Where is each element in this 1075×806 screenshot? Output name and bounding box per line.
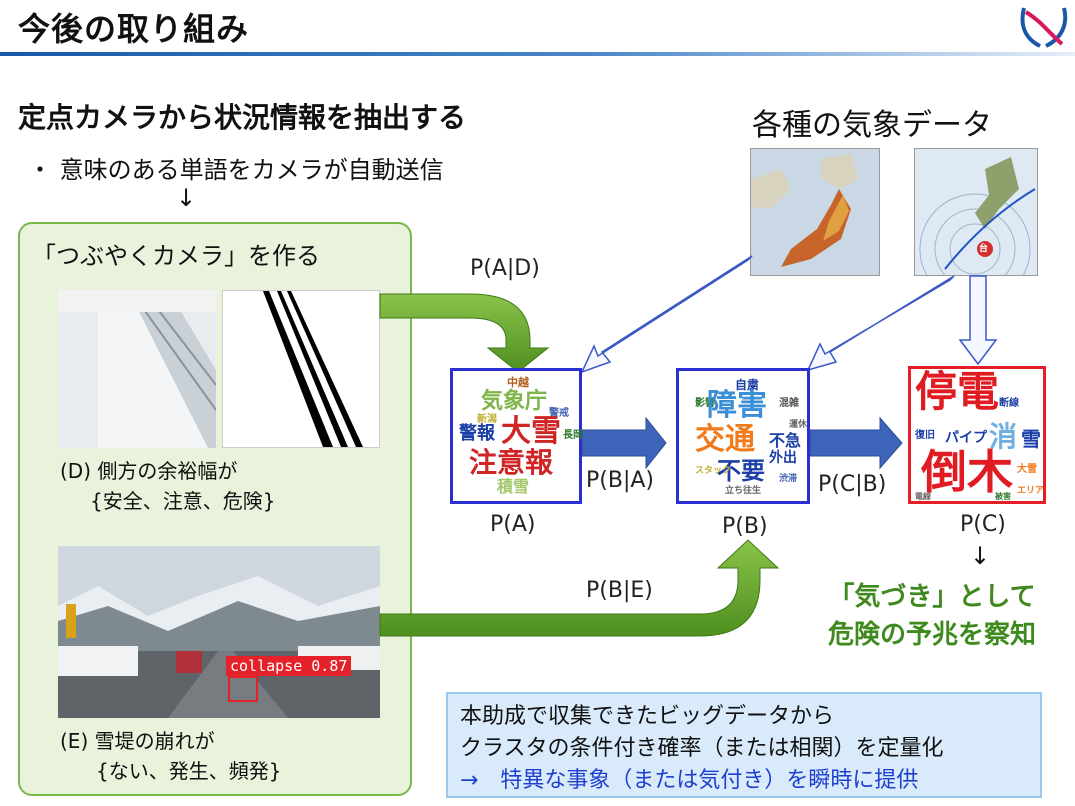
note-line1: 本助成で収集できたビッグデータから xyxy=(460,704,835,729)
cloud-b-word: 不急 xyxy=(769,431,802,450)
lane-binary-image xyxy=(222,290,380,448)
weather-arrow-2 xyxy=(806,275,955,372)
arrow-a-to-b xyxy=(581,416,667,470)
cloud-c-word: エリア xyxy=(1017,486,1045,496)
title-underline xyxy=(0,52,1075,56)
insight-line2: 危険の予兆を察知 xyxy=(827,620,1036,650)
cloud-a-word: 警報 xyxy=(459,423,495,444)
green-arrow-d xyxy=(379,293,550,373)
caption-d-line1: (D) 側方の余裕幅が xyxy=(60,459,238,483)
cloud-a-word: 注意報 xyxy=(469,446,554,479)
snowbank-photo xyxy=(58,546,380,718)
label-p-c-given-b: P(C|B) xyxy=(818,472,887,497)
weather-arrow-3 xyxy=(958,275,998,366)
logo-icon xyxy=(1020,7,1068,48)
cloud-b-word: 運休 xyxy=(789,420,808,430)
cloud-c-word: 消 xyxy=(989,420,1018,453)
detection-box xyxy=(228,676,258,702)
rainfall-map xyxy=(750,148,880,276)
cloud-c-word: 被害 xyxy=(995,492,1011,501)
typhoon-map: 台 xyxy=(914,148,1038,276)
cloud-a-word: 警戒 xyxy=(549,408,569,419)
down-arrow: ↓ xyxy=(176,184,197,212)
arrow-b-to-c xyxy=(809,416,903,470)
word-cloud-a: 中越 気象庁 新潟 警戒 警報 大雪 長岡 注意報 積雪 xyxy=(450,368,583,504)
bullet-text: ・ 意味のある単語をカメラが自動送信 xyxy=(28,156,444,184)
label-p-c: P(C) xyxy=(960,512,1006,537)
cloud-c-word: 大雪 xyxy=(1017,464,1037,475)
cloud-b-word: スタック xyxy=(695,466,732,476)
cloud-a-word: 積雪 xyxy=(497,477,530,496)
cloud-b-word: 立ち往生 xyxy=(725,486,762,496)
cloud-c-word: 電線 xyxy=(915,492,931,501)
label-p-a: P(A) xyxy=(490,512,536,537)
cloud-b-word: 外出 xyxy=(769,450,797,466)
detection-label: collapse 0.87 xyxy=(226,656,352,676)
insight-line1: 「気づき」として xyxy=(828,582,1036,612)
cloud-b-word: 不要 xyxy=(717,457,765,485)
cloud-b-word: 障害 xyxy=(707,388,767,423)
cloud-c-word: 断線 xyxy=(999,398,1019,409)
note-line3: → 特異な事象（または気付き）を瞬時に提供 xyxy=(460,768,919,793)
section-subtitle: 定点カメラから状況情報を抽出する xyxy=(18,101,467,134)
cloud-c-word: 停電 xyxy=(915,367,1000,416)
down-arrow-pc: ↓ xyxy=(970,542,991,570)
label-p-b-given-e: P(B|E) xyxy=(586,578,653,603)
cloud-b-word: 交通 xyxy=(695,422,755,457)
cloud-b-word: 影響 xyxy=(695,398,715,409)
insight-text: 「気づき」として 危険の予兆を察知 xyxy=(802,578,1062,654)
caption-e-line2: {ない、発生、頻発} xyxy=(96,759,282,783)
label-p-b-given-a: P(B|A) xyxy=(586,468,654,493)
cloud-c-word: 復旧 xyxy=(915,430,935,441)
green-arrow-e xyxy=(379,539,780,637)
weather-data-title: 各種の気象データ xyxy=(752,108,992,143)
label-p-a-given-d: P(A|D) xyxy=(470,256,540,281)
word-cloud-c: 停電 断線 復旧 パイプ 消 雪 倒木 大雪 エリア 被害 電線 xyxy=(908,366,1046,504)
caption-e-line1: (E) 雪堤の崩れが xyxy=(60,729,215,753)
cloud-b-word: 渋滞 xyxy=(779,474,798,484)
cloud-c-word: 雪 xyxy=(1021,427,1041,451)
note-line2: クラスタの条件付き確率（または相関）を定量化 xyxy=(460,736,944,761)
summary-note: 本助成で収集できたビッグデータから クラスタの条件付き確率（または相関）を定量化… xyxy=(446,692,1042,798)
weather-arrow-1 xyxy=(580,255,753,374)
word-cloud-b: 自粛 影響 障害 混雑 交通 不急 外出 不要 スタック 立ち往生 運休 渋滞 xyxy=(676,368,810,504)
typhoon-label: 台 xyxy=(979,244,989,254)
cloud-c-word: パイプ xyxy=(945,430,987,446)
caption-d-line2: {安全、注意、危険} xyxy=(90,489,276,513)
road-photo xyxy=(58,290,216,448)
cloud-a-word: 中越 xyxy=(507,376,529,389)
cloud-b-word: 自粛 xyxy=(735,378,760,392)
cloud-a-word: 大雪 xyxy=(501,414,561,449)
cloud-b-word: 混雑 xyxy=(779,398,799,409)
page-title: 今後の取り組み xyxy=(18,10,250,48)
cloud-a-word: 新潟 xyxy=(477,414,497,425)
cloud-a-word: 長岡 xyxy=(563,430,583,441)
camera-panel-title: 「つぶやくカメラ」を作る xyxy=(32,242,320,270)
cloud-a-word: 気象庁 xyxy=(481,389,548,414)
label-p-b: P(B) xyxy=(722,514,768,539)
cloud-c-word: 倒木 xyxy=(921,445,1013,499)
